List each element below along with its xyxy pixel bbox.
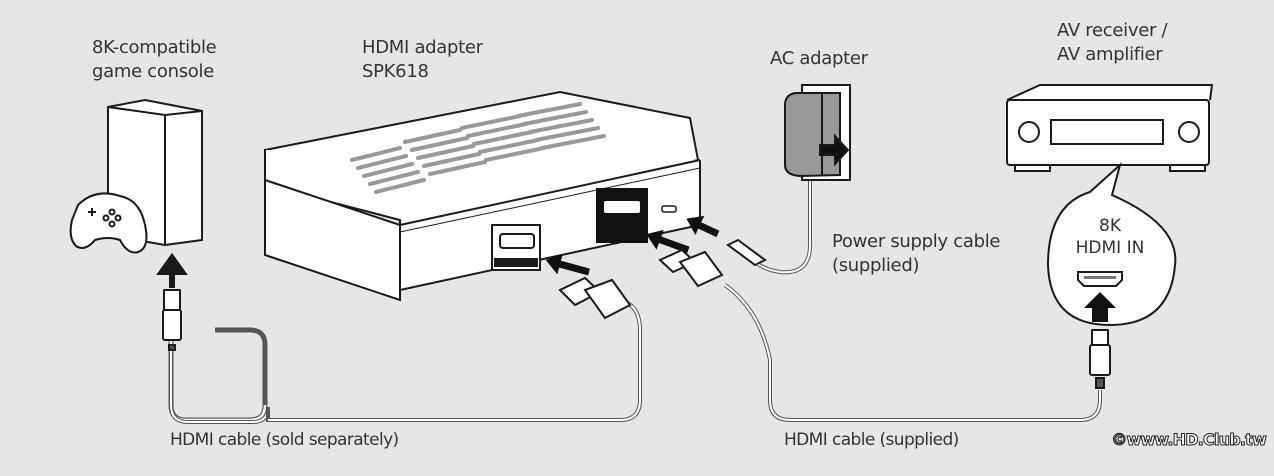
hdmi-cable-left xyxy=(168,327,268,423)
ac-adapter xyxy=(784,84,851,181)
power-cable-label: Power supply cable (supplied) xyxy=(832,231,1001,276)
hdmi-plug-receiver xyxy=(1089,329,1111,389)
hdmi-plug-right xyxy=(658,248,724,288)
console-label: 8K-compatible game console xyxy=(92,37,217,82)
vents xyxy=(350,102,606,194)
cable-right-label: HDMI cable (supplied) xyxy=(784,430,959,450)
dc-port xyxy=(661,205,677,213)
hdmi-port-icon xyxy=(1077,271,1123,287)
cable-left-label: HDMI cable (sold separately) xyxy=(170,430,399,450)
hdmi-cable-left-run xyxy=(169,345,270,424)
arrow-hdmi-out-icon xyxy=(646,229,690,254)
arrow-up-icon xyxy=(156,252,188,288)
bubble-label: 8K HDMI IN xyxy=(1075,216,1145,258)
dc-plug xyxy=(726,238,767,267)
hdmi-in-callout xyxy=(1046,162,1177,327)
hdmi-out-port xyxy=(596,188,648,243)
hdmi-cable-right xyxy=(723,283,1102,422)
gamepad-icon xyxy=(69,192,148,254)
arrow-up-hdmi-in-icon xyxy=(1084,292,1116,322)
hdmi-in-port xyxy=(491,224,541,271)
watermark: ©www.HD.Club.tw xyxy=(1111,430,1268,450)
hdmi-cable-left-route xyxy=(266,298,642,422)
ac-adapter-label: AC adapter xyxy=(770,48,868,69)
adapter-label: HDMI adapter SPK618 xyxy=(362,37,483,82)
hdmi-plug-left xyxy=(558,276,632,320)
hdmi-plug-console xyxy=(162,289,182,351)
av-receiver xyxy=(1006,84,1214,172)
arrow-hdmi-in-icon xyxy=(545,254,590,276)
arrow-dc-icon xyxy=(686,215,720,238)
receiver-label: AV receiver / AV amplifier xyxy=(1057,20,1168,65)
